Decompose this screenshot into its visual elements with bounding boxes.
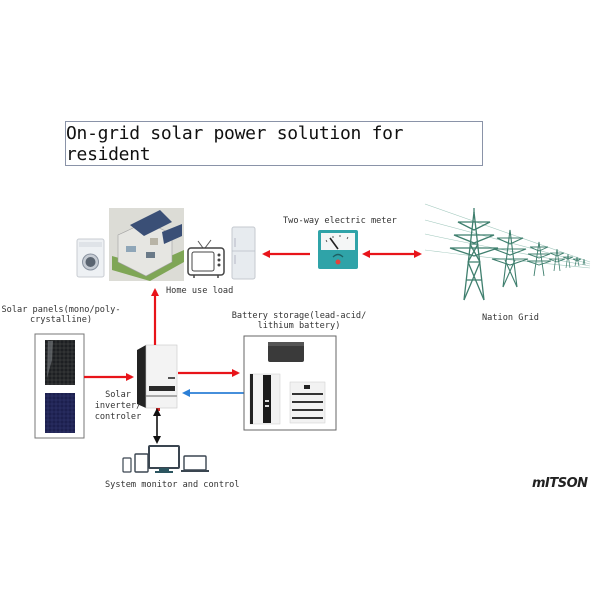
solar-panel-icon xyxy=(34,333,85,439)
transmission-tower-icon xyxy=(424,203,591,301)
inverter-icon xyxy=(137,344,178,411)
washing-machine-icon xyxy=(76,238,105,278)
label-system-monitor: System monitor and control xyxy=(105,480,240,490)
fridge-icon xyxy=(231,226,256,280)
label-battery-line2: lithium battery) xyxy=(257,321,341,331)
tv-icon xyxy=(187,239,225,278)
electric-meter-icon xyxy=(318,230,358,269)
label-inverter-line1: Solar xyxy=(105,390,131,400)
label-nation-grid: Nation Grid xyxy=(482,313,539,323)
label-inverter: Solar inverter/ controler xyxy=(92,390,144,423)
solar-house-icon xyxy=(109,208,184,281)
label-two-way-meter: Two-way electric meter xyxy=(283,216,397,226)
label-battery-storage: Battery storage(lead-acid/ lithium batte… xyxy=(224,311,374,331)
label-inverter-line2: inverter/ xyxy=(94,401,142,411)
diagram-title: On-grid solar power solution for residen… xyxy=(66,122,404,165)
battery-icon xyxy=(243,335,337,431)
devices-icon xyxy=(122,445,209,473)
label-solar-panels-line1: Solar panels(mono/poly- xyxy=(1,305,121,315)
label-battery-line1: Battery storage(lead-acid/ xyxy=(231,311,367,321)
label-solar-panels-line2: crystalline) xyxy=(29,315,93,325)
label-solar-panels: Solar panels(mono/poly- crystalline) xyxy=(0,305,122,325)
label-home-use-load: Home use load xyxy=(166,286,234,296)
label-inverter-line3: controler xyxy=(94,412,142,422)
brand-logo: mITSON xyxy=(532,476,588,491)
diagram-title-box: On-grid solar power solution for residen… xyxy=(65,121,483,166)
